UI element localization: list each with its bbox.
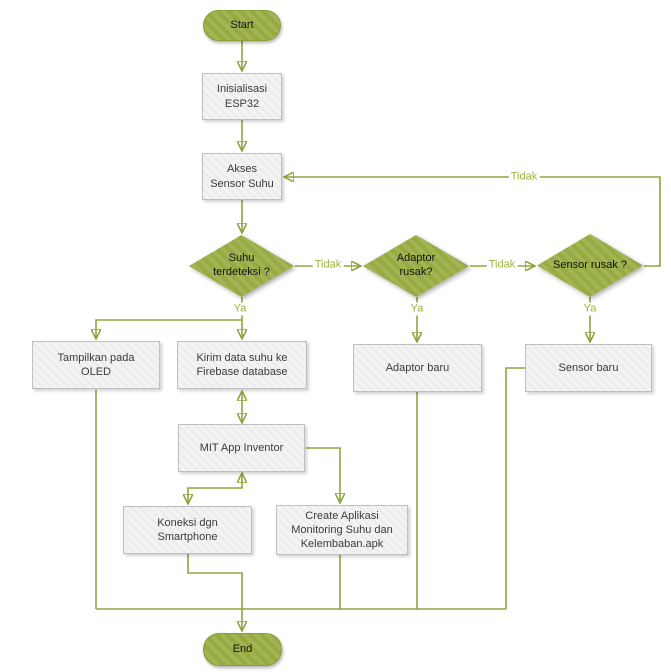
adaptor-rusak-label: Adaptor rusak? [363,235,469,297]
edge-suhu-to-oled [96,319,242,338]
mit-app-inventor-box: MIT App Inventor [178,424,305,472]
label-ya-sensor: Ya [581,302,599,316]
label-tidak-suhu: Tidak [312,258,344,272]
sensor-baru-box: Sensor baru [525,344,652,392]
adaptor-baru-box: Adaptor baru [353,344,482,392]
create-apk-box: Create Aplikasi Monitoring Suhu dan Kele… [276,505,408,555]
start-node: Start [203,10,281,41]
init-esp32-box: Inisialisasi ESP32 [202,73,282,120]
label-ya-suhu: Ya [231,302,249,316]
edge-mit-to-create-apk [306,447,340,502]
tampilkan-oled-box: Tampilkan pada OLED [32,341,160,389]
suhu-terdeteksi-decision: Suhu terdeteksi ? [189,235,294,297]
label-tidak-adaptor: Tidak [486,258,518,272]
koneksi-smartphone-box: Koneksi dgn Smartphone [123,506,252,554]
label-ya-adaptor: Ya [408,302,426,316]
edge-koneksi-to-end [187,554,242,630]
sensor-rusak-label: Sensor rusak ? [537,234,643,297]
edge-sensor-rusak-to-akses-feedback [285,177,661,267]
sensor-rusak-decision: Sensor rusak ? [537,234,643,297]
end-node: End [203,633,282,666]
kirim-firebase-box: Kirim data suhu ke Firebase database [177,341,307,389]
adaptor-rusak-decision: Adaptor rusak? [363,235,469,297]
akses-sensor-suhu-box: Akses Sensor Suhu [202,153,282,200]
edge-mit-koneksi-bidirectional [188,474,242,503]
edge-sensor-baru-to-merge [505,367,525,609]
label-tidak-sensor: Tidak [508,170,540,184]
suhu-terdeteksi-label: Suhu terdeteksi ? [189,235,294,297]
